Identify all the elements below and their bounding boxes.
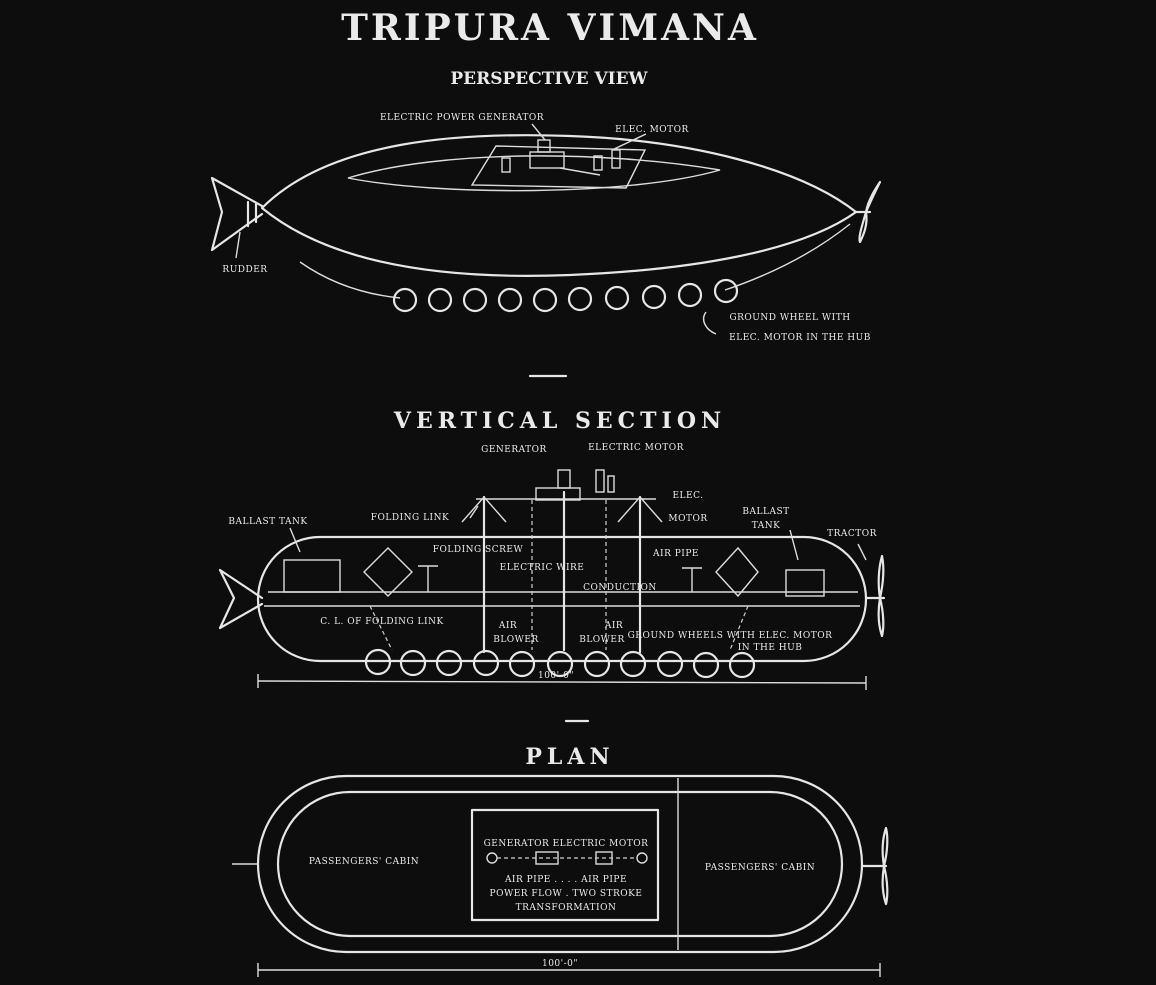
- diagram-title: TRIPURA VIMANA: [341, 7, 759, 49]
- section-elec-motor-label: ELEC.: [672, 491, 703, 501]
- plan-center-label-2: AIR PIPE . . . . AIR PIPE: [504, 875, 627, 885]
- section-air-blower-left-label: AIR: [498, 621, 517, 631]
- section-wheel-note-label: GROUND WHEELS WITH ELEC. MOTOR: [628, 631, 833, 641]
- perspective-motor-label: ELEC. MOTOR: [615, 125, 689, 135]
- perspective-heading: PERSPECTIVE VIEW: [450, 69, 648, 89]
- section-ballast-right-label: BALLAST: [742, 507, 789, 517]
- section-dimension-label: 100'-0": [538, 671, 574, 681]
- section-ballast-left-label: BALLAST TANK: [228, 517, 307, 527]
- vertical-section: GENERATOR ELECTRIC MOTOR ELEC. MOTOR BAL…: [218, 443, 886, 690]
- section-generator-label: GENERATOR: [481, 445, 547, 455]
- section-ballast-right-label-2: TANK: [752, 521, 781, 531]
- perspective-wheel-label: GROUND WHEEL WITH: [729, 313, 850, 323]
- perspective-generator-label: ELECTRIC POWER GENERATOR: [380, 113, 544, 123]
- plan-center-label-3: POWER FLOW . TWO STROKE: [490, 889, 643, 899]
- section-air-blower-right-label-2: BLOWER: [579, 635, 625, 645]
- plan-center-label: GENERATOR ELECTRIC MOTOR: [484, 839, 649, 849]
- section-tractor-label: TRACTOR: [827, 529, 877, 539]
- section-electric-motor-label: ELECTRIC MOTOR: [588, 443, 684, 453]
- section-wheel-note-label-2: IN THE HUB: [738, 643, 803, 653]
- section-wheels: [364, 648, 756, 679]
- section-heading: VERTICAL SECTION: [393, 408, 726, 434]
- perspective-wheel-label-2: ELEC. MOTOR IN THE HUB: [729, 333, 871, 343]
- plan-cabin-right-label: PASSENGERS' CABIN: [705, 863, 815, 873]
- plan-heading: PLAN: [525, 744, 614, 770]
- perspective-wheels: [392, 278, 739, 313]
- section-folding-screw-label: FOLDING SCREW: [433, 545, 524, 555]
- section-conduction-label: CONDUCTION: [583, 583, 657, 593]
- section-air-blower-left-label-2: BLOWER: [493, 635, 539, 645]
- plan-view: PASSENGERS' CABIN PASSENGERS' CABIN GENE…: [232, 774, 889, 977]
- section-air-blower-right-label: AIR: [604, 621, 623, 631]
- plan-center-label-4: TRANSFORMATION: [516, 903, 617, 913]
- section-air-pipe-label: AIR PIPE: [652, 549, 699, 559]
- plan-dimension-label: 100'-0": [542, 959, 578, 969]
- ballast-tank-right: [785, 569, 825, 597]
- plan-cabin-left-label: PASSENGERS' CABIN: [309, 857, 419, 867]
- ballast-tank-left: [283, 559, 341, 593]
- perspective-rudder-label: RUDDER: [222, 265, 267, 275]
- perspective-view: ELECTRIC POWER GENERATOR ELEC. MOTOR RUD…: [210, 113, 882, 343]
- section-elec-motor-label-2: MOTOR: [668, 514, 707, 524]
- section-folding-link-label: FOLDING LINK: [371, 513, 449, 523]
- section-electric-wire-label: ELECTRIC WIRE: [500, 563, 585, 573]
- section-cl-folding-link-label: C. L. OF FOLDING LINK: [320, 617, 443, 627]
